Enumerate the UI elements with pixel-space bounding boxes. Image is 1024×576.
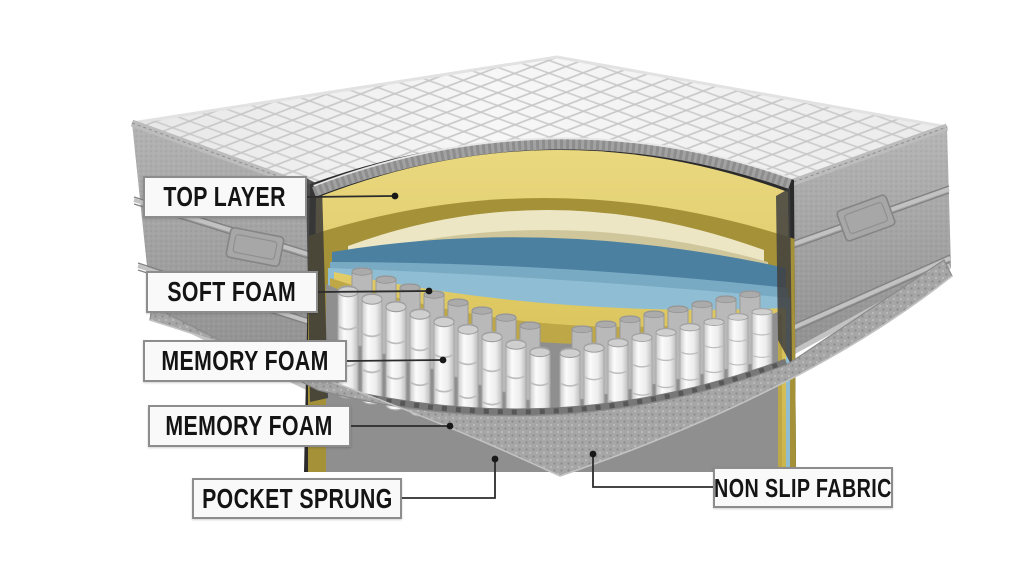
label-memory-foam-2-text: MEMORY FOAM: [165, 410, 334, 441]
right-panel-seam: [787, 185, 951, 335]
label-soft-foam: SOFT FOAM: [146, 271, 318, 313]
quilted-top-surface: [131, 55, 949, 191]
label-top-layer-text: TOP LAYER: [163, 181, 287, 212]
leader-memory-foam-1: [346, 359, 444, 362]
leader-top-layer: [306, 195, 396, 198]
right-side-panel: [786, 123, 952, 358]
label-pocket-sprung: POCKET SPRUNG: [192, 478, 402, 519]
label-pocket-sprung-text: POCKET SPRUNG: [201, 482, 393, 514]
right-panel-handle: [836, 194, 896, 242]
label-memory-foam-1-text: MEMORY FOAM: [161, 345, 329, 376]
leader-soft-foam: [317, 290, 430, 293]
label-soft-foam-text: SOFT FOAM: [167, 276, 297, 307]
base-non-slip: [149, 259, 953, 477]
label-memory-foam-1: MEMORY FOAM: [143, 340, 347, 382]
leader-pocket-sprung: [402, 460, 496, 499]
label-non-slip-fabric-text: NON SLIP FABRIC: [714, 472, 892, 503]
leader-lines: [306, 192, 713, 499]
label-memory-foam-2: MEMORY FOAM: [148, 405, 351, 447]
leader-non-slip-fabric: [592, 455, 713, 488]
leader-dots: [391, 192, 597, 463]
label-top-layer: TOP LAYER: [143, 176, 307, 218]
left-panel-handle: [225, 227, 285, 267]
quilt-piping: [312, 137, 792, 197]
label-non-slip-fabric: NON SLIP FABRIC: [713, 467, 893, 508]
